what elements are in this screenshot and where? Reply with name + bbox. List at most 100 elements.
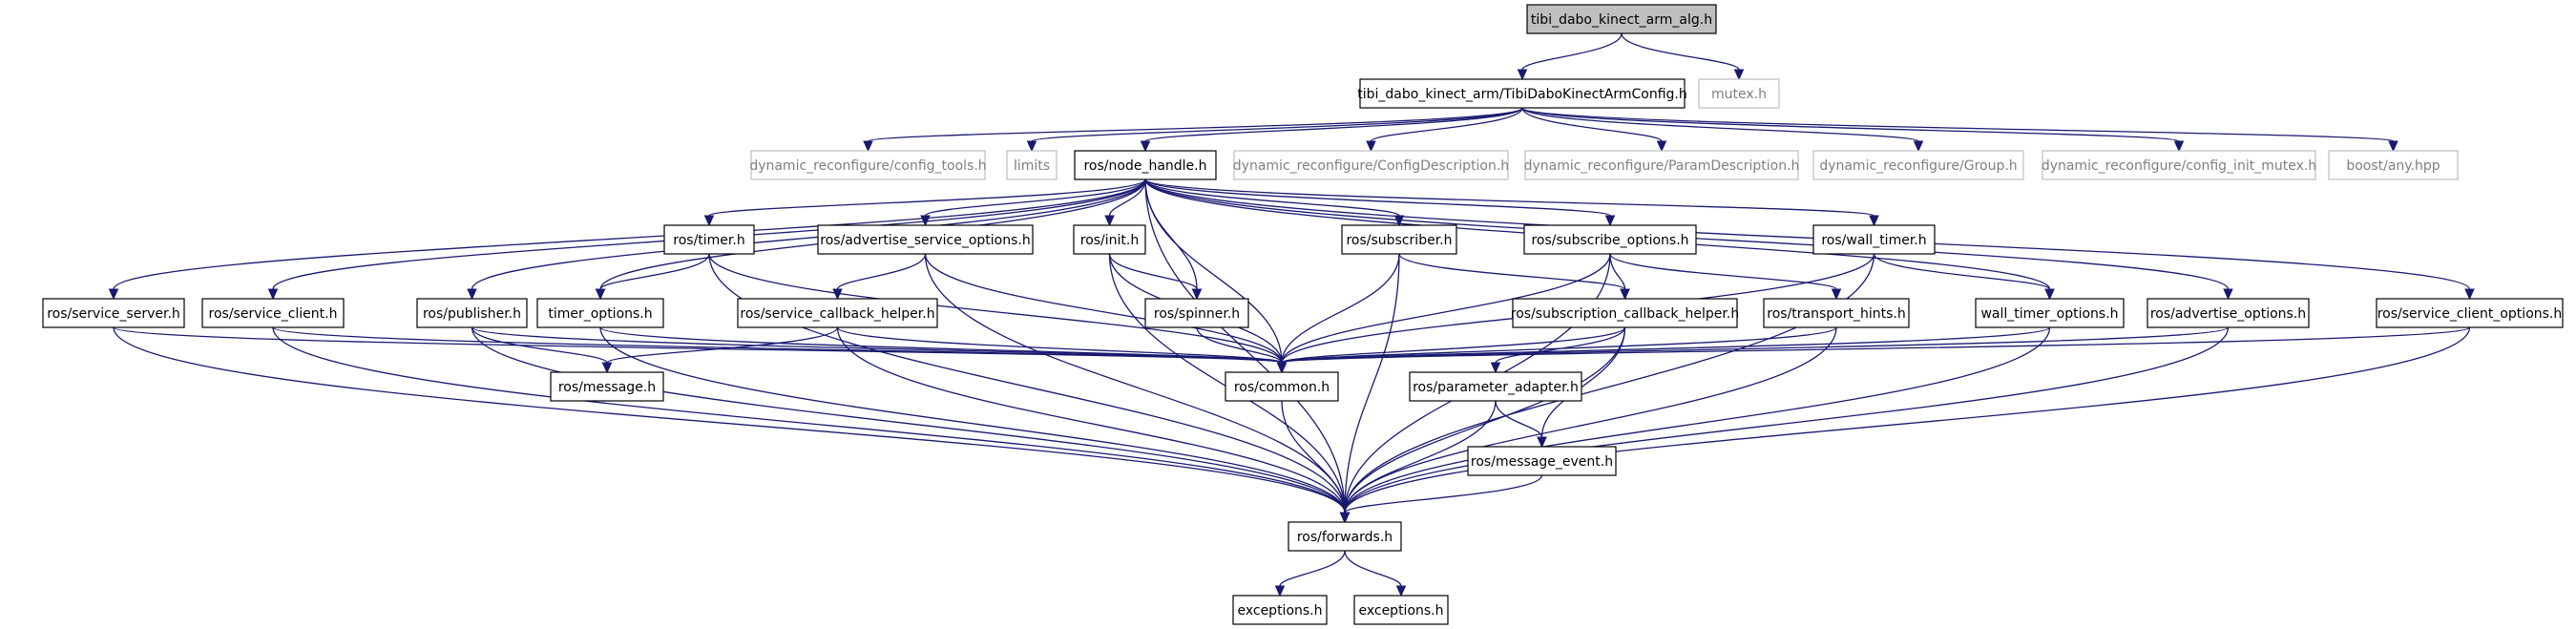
node-label: timer_options.h <box>548 306 652 322</box>
node-config[interactable]: tibi_dabo_kinect_arm/TibiDaboKinectArmCo… <box>1357 78 1687 109</box>
node-timer_opts[interactable]: timer_options.h <box>536 298 664 328</box>
node-box <box>750 150 986 180</box>
node-label: ros/subscribe_options.h <box>1531 233 1688 248</box>
edge-sub_cb_helper-to-common <box>1276 326 1626 374</box>
node-box <box>536 298 664 328</box>
node-label: mutex.h <box>1711 87 1767 102</box>
node-transport_hints[interactable]: ros/transport_hints.h <box>1763 298 1910 328</box>
edge-arrowhead <box>863 140 873 153</box>
edge-line <box>113 326 1346 514</box>
edge-line <box>1521 107 1663 142</box>
edge-line <box>924 178 1146 217</box>
node-adv_srv_opts[interactable]: ros/advertise_service_options.h <box>817 224 1034 255</box>
node-box <box>1975 298 2125 328</box>
edge-line <box>1344 550 1402 587</box>
node-label: tibi_dabo_kinect_arm/TibiDaboKinectArmCo… <box>1357 87 1687 102</box>
node-wall_timer[interactable]: ros/wall_timer.h <box>1812 224 1936 255</box>
node-label: dynamic_reconfigure/ConfigDescription.h <box>1233 158 1509 174</box>
edge-arrowhead <box>108 288 119 301</box>
edge-advertise_opts-to-forwards <box>1339 326 2230 524</box>
edge-arrowhead <box>1104 215 1115 227</box>
node-box <box>2376 298 2564 328</box>
edge-line <box>471 326 1346 514</box>
node-subscriber[interactable]: ros/subscriber.h <box>1341 224 1457 255</box>
node-message_event[interactable]: ros/message_event.h <box>1467 446 1617 476</box>
edge-arrowhead <box>2173 140 2185 153</box>
edge-line <box>272 326 1283 364</box>
node-label: exceptions.h <box>1358 603 1443 619</box>
node-label: wall_timer_options.h <box>1980 306 2118 322</box>
edge-arrowhead <box>1517 69 1528 81</box>
edge-line <box>1144 178 1400 217</box>
node-limits: limits <box>1006 150 1058 180</box>
node-label: dynamic_reconfigure/Group.h <box>1819 158 2017 174</box>
node-subscribe_opts[interactable]: ros/subscribe_options.h <box>1523 224 1697 255</box>
node-node_handle[interactable]: ros/node_handle.h <box>1074 150 1217 180</box>
edge-arrowhead <box>1276 362 1288 374</box>
edge-param_adapter-to-message_event <box>1495 400 1547 449</box>
edge-arrowhead <box>1620 288 1630 301</box>
edge-common-to-forwards <box>1281 400 1351 524</box>
node-label: boost/any.hpp <box>2346 158 2440 174</box>
node-srv_client_opts[interactable]: ros/service_client_options.h <box>2376 298 2564 328</box>
edge-line <box>1144 178 1611 217</box>
node-box <box>1526 4 1717 34</box>
node-message[interactable]: ros/message.h <box>550 371 664 402</box>
edge-node_handle-to-init <box>1104 178 1146 227</box>
node-label: ros/init.h <box>1080 233 1140 248</box>
node-forwards[interactable]: ros/forwards.h <box>1288 521 1402 552</box>
edge-arrowhead <box>1869 215 1879 227</box>
node-root[interactable]: tibi_dabo_kinect_arm_alg.h <box>1526 4 1717 34</box>
node-srv_cb_helper[interactable]: ros/service_callback_helper.h <box>737 298 938 328</box>
edge-line <box>1495 400 1543 438</box>
node-box <box>1006 150 1058 180</box>
node-sub_cb_helper[interactable]: ros/subscription_callback_helper.h <box>1511 298 1739 328</box>
node-advertise_opts[interactable]: ros/advertise_options.h <box>2147 298 2310 328</box>
edge-line <box>1031 107 1523 142</box>
node-box <box>1341 224 1457 255</box>
node-service_client[interactable]: ros/service_client.h <box>201 298 345 328</box>
edge-line <box>1144 178 1875 217</box>
node-box <box>737 298 938 328</box>
edge-line <box>272 326 1346 514</box>
node-timer[interactable]: ros/timer.h <box>663 224 755 255</box>
edge-node_handle-to-publisher <box>467 178 1146 301</box>
edge-line <box>867 107 1523 142</box>
node-label: ros/timer.h <box>673 233 744 248</box>
node-label: ros/message_event.h <box>1471 454 1613 470</box>
graph-nodes: tibi_dabo_kinect_arm_alg.h tibi_dabo_kine… <box>42 4 2564 625</box>
node-service_server[interactable]: ros/service_server.h <box>42 298 185 328</box>
node-box <box>1225 371 1339 402</box>
node-wall_timer_opts[interactable]: wall_timer_options.h <box>1975 298 2125 328</box>
edge-line <box>599 253 710 290</box>
node-init[interactable]: ros/init.h <box>1073 224 1146 255</box>
edge-line <box>1344 400 1497 514</box>
edge-timer-to-timer_opts <box>595 253 710 301</box>
edge-line <box>113 178 1146 290</box>
edge-config-to-limits <box>1026 107 1523 153</box>
node-common[interactable]: ros/common.h <box>1225 371 1339 402</box>
node-publisher[interactable]: ros/publisher.h <box>416 298 528 328</box>
edge-line <box>924 253 1283 364</box>
edge-arrowhead <box>1366 140 1376 153</box>
node-label: ros/spinner.h <box>1154 306 1240 322</box>
node-label: ros/service_client.h <box>209 306 338 322</box>
node-box <box>1144 298 1249 328</box>
edge-arrowhead <box>2223 288 2233 301</box>
node-exceptions1[interactable]: exceptions.h <box>1232 595 1328 625</box>
node-label: dynamic_reconfigure/config_tools.h <box>749 158 986 174</box>
node-mutex: mutex.h <box>1698 78 1780 109</box>
node-label: ros/publisher.h <box>423 306 521 322</box>
node-param_adapter[interactable]: ros/parameter_adapter.h <box>1409 371 1582 402</box>
node-label: ros/wall_timer.h <box>1821 233 1926 248</box>
node-exceptions2[interactable]: exceptions.h <box>1353 595 1449 625</box>
edge-config-to-param_desc <box>1521 107 1667 153</box>
edge-line <box>1108 178 1146 217</box>
node-label: ros/common.h <box>1234 380 1330 395</box>
node-box <box>1698 78 1780 109</box>
edge-line <box>708 178 1146 217</box>
node-box <box>1812 224 1936 255</box>
node-spinner[interactable]: ros/spinner.h <box>1144 298 1249 328</box>
edge-node_handle-to-timer <box>703 178 1146 227</box>
edge-arrowhead <box>1913 140 1924 153</box>
